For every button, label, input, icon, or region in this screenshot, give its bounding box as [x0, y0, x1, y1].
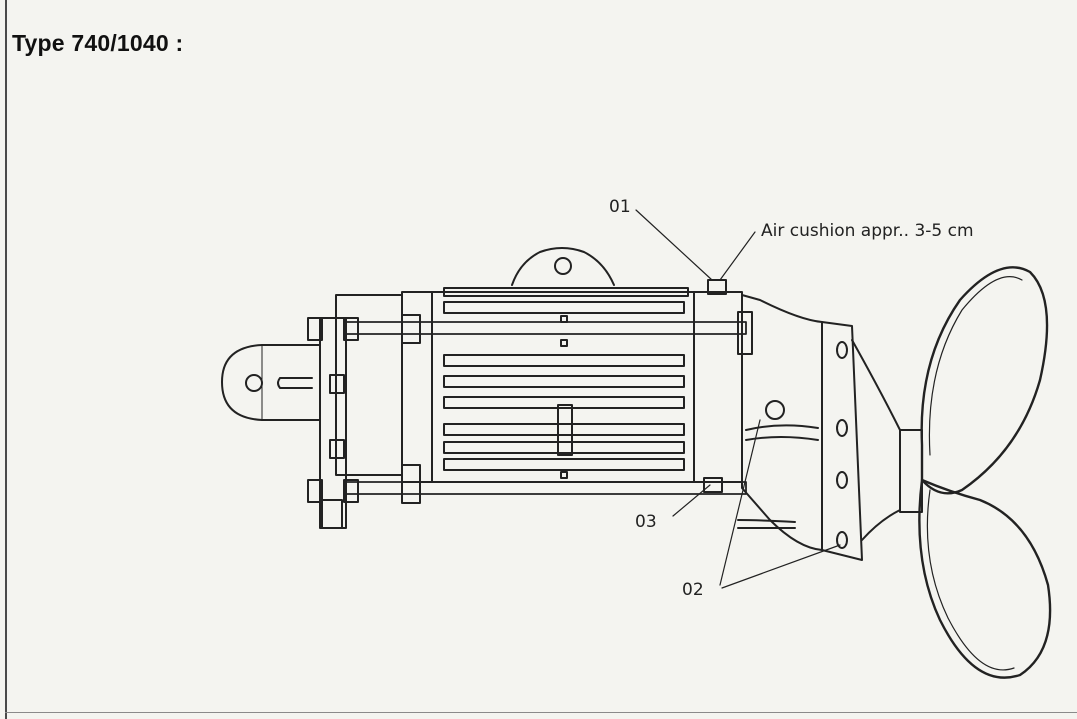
callout-03-label: 03 [635, 512, 657, 532]
callout-01-label: 01 [609, 197, 631, 217]
gear-housing [737, 294, 923, 561]
left-border-line [5, 0, 7, 719]
propeller [918, 266, 1052, 679]
mounting-bracket [221, 344, 321, 421]
callout-02-label: 02 [682, 580, 704, 600]
page-title: Type 740/1040 : [12, 30, 184, 56]
air-cushion-note: Air cushion appr.. 3-5 cm [761, 221, 974, 241]
callout-leaders [635, 209, 841, 589]
rear-flange [307, 294, 403, 529]
motor-housing [401, 247, 743, 493]
bottom-border-line [5, 712, 1077, 713]
